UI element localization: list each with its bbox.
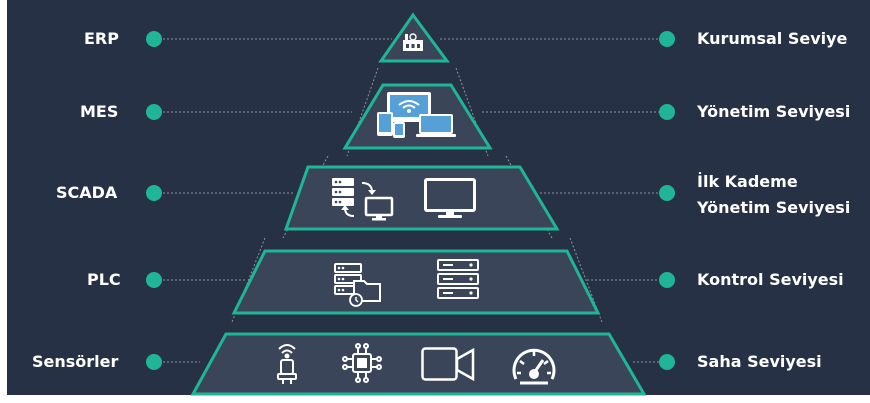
tier-3: [283, 165, 560, 231]
dot-left-4: [146, 272, 162, 288]
dot-right-5: [659, 354, 675, 370]
level-label-scada: SCADA: [56, 183, 118, 202]
dot-left-1: [146, 31, 162, 47]
server-rack-icon: [437, 259, 479, 299]
tier-gap-3: [231, 237, 603, 323]
level-desc-control: Kontrol Seviyesi: [697, 270, 844, 289]
video-camera-icon: [421, 347, 475, 382]
dot-right-4: [659, 272, 675, 288]
level-label-plc: PLC: [87, 270, 121, 289]
tier-1: [378, 12, 450, 63]
tier-5: [190, 332, 647, 396]
wireless-sensor-icon: [277, 344, 297, 384]
dot-left-2: [146, 104, 162, 120]
level-desc-field: Saha Seviyesi: [697, 352, 822, 371]
level-label-sensors: Sensörler: [32, 352, 119, 371]
level-desc-supervisory-line2: Yönetim Seviyesi: [697, 198, 851, 217]
speedometer-icon: [512, 348, 556, 385]
level-desc-management: Yönetim Seviyesi: [697, 102, 851, 121]
dot-right-1: [659, 31, 675, 47]
dot-left-5: [146, 354, 162, 370]
server-folder-icon: [334, 263, 381, 307]
microchip-icon: [342, 343, 382, 383]
dot-right-3: [659, 185, 675, 201]
tier-4: [231, 249, 601, 315]
devices-wifi-icon: [377, 92, 456, 138]
level-desc-enterprise: Kurumsal Seviye: [697, 29, 848, 48]
level-label-mes: MES: [80, 102, 119, 121]
server-sync-icon: [332, 178, 394, 221]
monitor-icon: [424, 178, 476, 218]
dot-right-2: [659, 104, 675, 120]
dot-left-3: [146, 185, 162, 201]
level-label-erp: ERP: [84, 29, 119, 48]
level-desc-supervisory-line1: İlk Kademe: [697, 172, 798, 191]
factory-icon: [403, 33, 423, 51]
